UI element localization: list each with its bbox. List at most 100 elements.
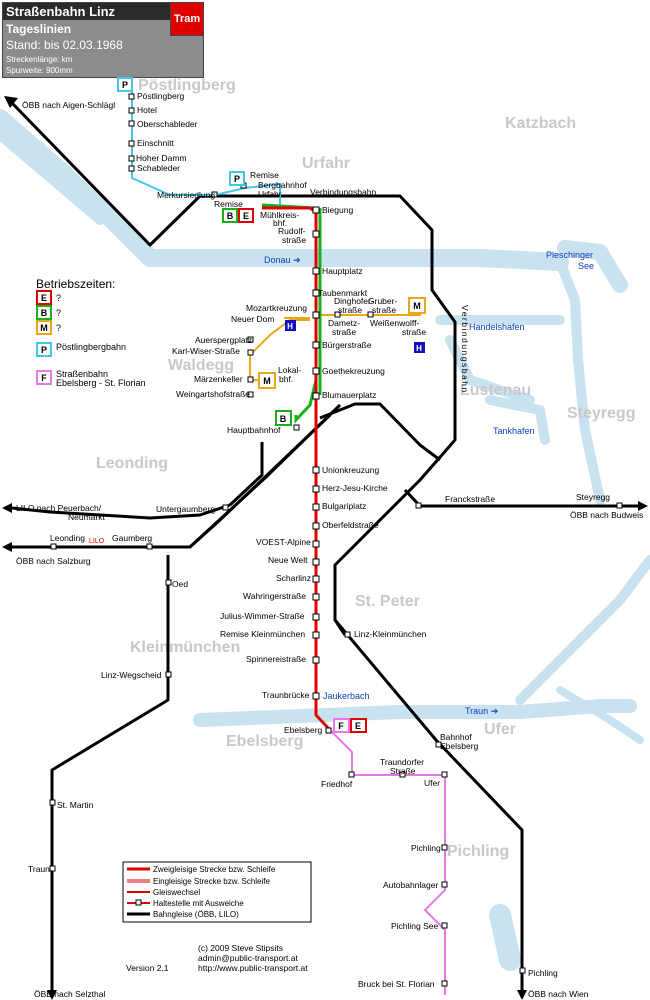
op-f-text2: Ebelsberg - St. Florian <box>56 378 146 388</box>
st-herz-jesu: Herz-Jesu-Kirche <box>322 483 388 493</box>
rail-lokal <box>228 442 264 507</box>
st-franckstrasse: Franckstraße <box>445 494 495 504</box>
legend-single: Eingleisige Strecke bzw. Schleife <box>153 877 271 886</box>
legend-switch: Gleiswechsel <box>153 888 200 897</box>
line-f-florian <box>329 729 446 995</box>
badge-h-dom: H <box>287 322 293 331</box>
st-biegung: Biegung <box>322 205 353 215</box>
credit-copyright: (c) 2009 Steve Stipsits <box>198 943 283 953</box>
st-scharlinz: Scharlinz <box>276 573 311 583</box>
st-voest: VOEST-Alpine <box>256 537 311 547</box>
rail-arrows <box>2 96 648 1000</box>
st-dinghofer-strasse: straße <box>338 305 362 315</box>
arrow-wien <box>517 990 527 1000</box>
district-steyregg: Steyregg <box>567 405 635 422</box>
rail-lilo-branch <box>11 503 231 520</box>
st-spinnerei: Spinnereistraße <box>246 654 306 664</box>
rail-destination-labels: ÖBB nach Aigen-Schlägl LILO nach Peuerba… <box>16 100 643 999</box>
arrow-lilo <box>2 503 12 513</box>
op-m-box: M <box>40 323 48 333</box>
st-bulgariplatz: Bulgariplatz <box>322 501 366 511</box>
water-labels: Donau ➔ Pleschinger See Handelshafen Tan… <box>264 250 594 716</box>
arrow-budweis <box>638 501 648 511</box>
badge-f-ebelsberg: F <box>338 721 344 731</box>
legend-double: Zweigleisige Strecke bzw. Schleife <box>153 865 276 874</box>
st-julius: Julius-Wimmer-Straße <box>220 611 305 621</box>
st-traunbruecke: Traunbrücke <box>262 690 310 700</box>
st-remise-klm: Remise Kleinmünchen <box>220 629 305 639</box>
rail-budweis-label: ÖBB nach Budweis <box>570 510 643 520</box>
op-b-text: ? <box>56 308 61 318</box>
st-weingartshof: Weingartshofstraße <box>176 389 250 399</box>
district-leonding: Leonding <box>96 455 168 472</box>
st-neue-welt: Neue Welt <box>268 555 308 565</box>
st-traundorfer-strasse: Straße <box>390 766 416 776</box>
map-subtitle: Tageslinien <box>6 22 72 36</box>
tank-harbor <box>485 395 550 445</box>
badge-e-remise: E <box>243 211 249 221</box>
traun-se <box>556 686 644 744</box>
badge-e-ebelsberg: E <box>355 721 361 731</box>
st-bruck: Bruck bei St. Florian <box>358 979 435 989</box>
st-weissenwolff-strasse: straße <box>402 327 426 337</box>
rail-hauptbahnhof-loop <box>319 402 441 462</box>
st-merkursiedlung: Merkursiedlung <box>157 190 215 200</box>
tram-badge: Tram <box>170 2 204 36</box>
st-pichling-see: Pichling See <box>391 921 439 931</box>
rail-linz-klm <box>333 619 347 636</box>
st-oberschableder: Oberschableder <box>137 119 198 129</box>
rail-aigen <box>10 101 524 995</box>
st-traun: Traun <box>28 864 50 874</box>
railway-lines <box>10 101 640 995</box>
op-e-box: E <box>41 293 47 303</box>
op-e-text: ? <box>56 293 61 303</box>
st-oberfeld: Oberfeldstraße <box>322 520 379 530</box>
st-lokal: Lokal- <box>278 365 301 375</box>
st-steyregg: Steyregg <box>576 492 610 502</box>
traun-east <box>515 555 650 705</box>
operating-title: Betriebszeiten: <box>36 277 115 291</box>
badge-b-hauptbahnhof: B <box>280 414 287 424</box>
st-leonding: Leonding <box>50 533 85 543</box>
credit-url: http://www.public-transport.at <box>198 963 308 973</box>
st-pichling: Pichling <box>411 843 441 853</box>
label-tankhafen: Tankhafen <box>493 426 535 436</box>
st-dametz: Dametz- <box>328 318 360 328</box>
st-untergaumberg: Untergaumberg <box>156 504 215 514</box>
line-type-legend: Zweigleisige Strecke bzw. Schleife Eingl… <box>122 861 312 923</box>
rail-lilo-label-2: Neumarkt <box>68 512 105 522</box>
rail-salzburg-label: ÖBB nach Salzburg <box>16 556 91 566</box>
st-gaumberg: Gaumberg <box>112 533 152 543</box>
st-bahnhof: Bahnhof <box>440 732 472 742</box>
district-waldegg: Waldegg <box>168 357 234 374</box>
op-p-text: Pöstlingbergbahn <box>56 342 126 352</box>
st-hoher-damm: Hoher Damm <box>136 153 187 163</box>
map-date: Stand: bis 02.03.1968 <box>6 38 123 52</box>
danube-east <box>555 257 605 505</box>
lake-south <box>489 904 521 971</box>
rail-wien-label: ÖBB nach Wien <box>528 989 589 999</box>
st-maerzenkeller: Märzenkeller <box>194 374 243 384</box>
label-pleschinger-2: See <box>578 261 594 271</box>
st-unionkreuzung: Unionkreuzung <box>322 465 379 475</box>
st-poestlingberg: Pöstlingberg <box>137 91 185 101</box>
st-linz-wegscheid: Linz-Wegscheid <box>101 670 162 680</box>
station-labels: Pöstlingberg Hotel Oberschableder Einsch… <box>28 91 610 989</box>
badge-h-east: H <box>416 344 422 353</box>
st-remise-bergbahnhof: Remise <box>250 170 279 180</box>
rail-salzburg <box>12 403 342 549</box>
station-markers <box>49 93 623 987</box>
st-pichling-bf: Pichling <box>528 968 558 978</box>
st-friedhof: Friedhof <box>321 779 353 789</box>
st-taubenmarkt: Taubenmarkt <box>318 288 368 298</box>
st-oed: Oed <box>172 579 188 589</box>
st-st-martin: St. Martin <box>57 800 94 810</box>
district-pichling: Pichling <box>447 843 509 860</box>
st-bergbahnhof: Bergbahnhof <box>258 180 307 190</box>
st-rudolf-strasse: straße <box>282 235 306 245</box>
st-gruber-strasse: straße <box>372 305 396 315</box>
st-gruber: Gruber- <box>368 296 397 306</box>
st-dametz-strasse: straße <box>332 327 356 337</box>
district-ufer: Ufer <box>484 721 516 738</box>
st-linz-klm: Linz-Kleinmünchen <box>354 629 427 639</box>
